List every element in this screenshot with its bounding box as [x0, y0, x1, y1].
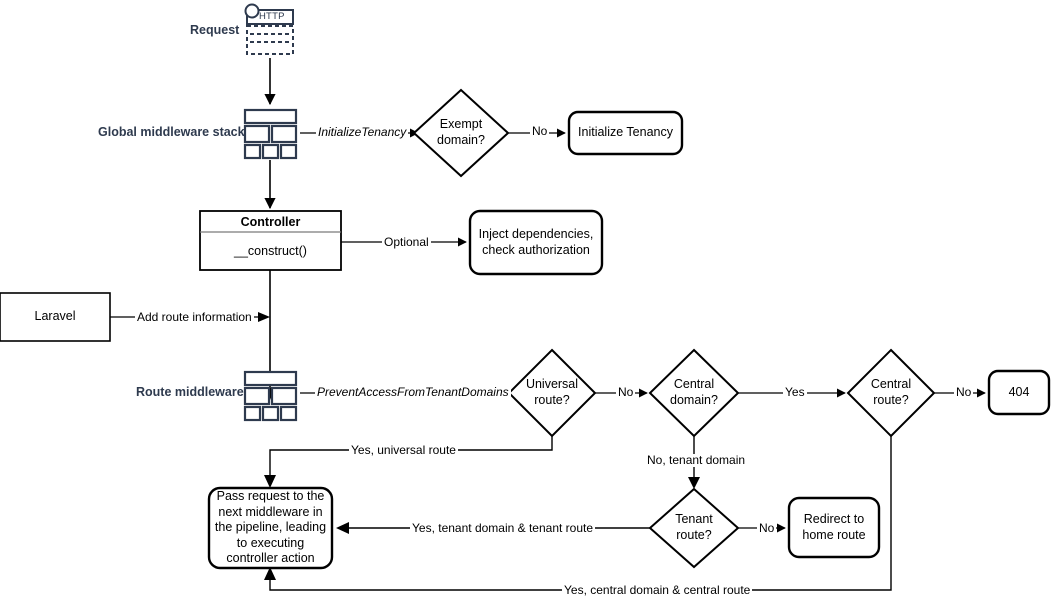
central-domain-line2: domain? [670, 393, 718, 407]
pass-request-line5: controller action [226, 551, 315, 566]
node-tenant-route [648, 487, 740, 569]
edge-central-yes-arrowhead [264, 567, 276, 580]
edge-label-no-tenant-domain: No, tenant domain [645, 453, 748, 468]
node-controller [199, 210, 342, 271]
node-redirect-home [787, 496, 881, 559]
edge-label-prevent-access: PreventAccessFromTenantDomains [315, 385, 511, 400]
node-inject-dependencies-label: Inject dependencies, check authorization [470, 211, 602, 274]
central-route-line1: Central [870, 377, 912, 392]
node-exempt-domain [412, 88, 510, 178]
route-middleware-label: Route middleware [136, 385, 244, 399]
middleware-stack-icon-global [243, 108, 298, 160]
pass-request-line4: to executing [237, 536, 304, 552]
exempt-domain-line2: domain? [437, 133, 485, 147]
http-icon-caption: HTTP [259, 11, 285, 22]
node-central-route-label: Central route? [848, 372, 934, 414]
node-redirect-home-label: Redirect to home route [789, 498, 879, 557]
node-exempt-domain-label: Exempt domain? [414, 112, 508, 154]
central-domain-line1: Central [673, 377, 715, 392]
pass-request-line4-plain: to [236, 535, 251, 550]
edge-laravel-join-arrowhead [258, 312, 270, 322]
pass-request-line1: Pass request to the [216, 488, 325, 503]
edge-label-add-route-information: Add route information [135, 310, 254, 325]
node-laravel-label: Laravel [34, 309, 76, 324]
pass-request-line2: next middleware in [218, 504, 323, 519]
edge-label-central-route-no: No [954, 385, 974, 400]
node-pass-request-label: Pass request to the next middleware in t… [209, 488, 332, 568]
edge-label-central-domain-yes: Yes [783, 385, 807, 400]
global-middleware-label: Global middleware stack [98, 125, 245, 139]
request-label: Request [190, 23, 240, 37]
edge-label-universal-yes: Yes, universal route [349, 443, 458, 458]
middleware-stack-icon-route [243, 370, 298, 422]
universal-route-line1: Universal [525, 377, 579, 392]
http-request-icon [244, 3, 294, 55]
edge-tenant-yes-arrowhead [336, 522, 349, 534]
pass-request-line4-bold: executing [250, 535, 305, 550]
inject-line2: check authorization [482, 242, 590, 257]
edge-label-universal-no: No [616, 385, 636, 400]
exempt-domain-line1: Exempt [439, 117, 483, 132]
node-universal-route-label: Universal route? [509, 372, 595, 414]
node-404 [987, 369, 1051, 416]
edge-label-initialize-tenancy: InitializeTenancy [316, 125, 409, 140]
node-initialize-tenancy-label: Initialize Tenancy [578, 125, 673, 140]
node-inject-dependencies [468, 209, 604, 276]
edge-label-central-yes: Yes, central domain & central route [562, 583, 753, 598]
tenant-route-line2: route? [676, 528, 712, 542]
node-laravel [0, 292, 111, 342]
edge-label-tenant-route-no: No [757, 521, 777, 536]
node-central-domain-label: Central domain? [650, 372, 738, 414]
edge-universal-yes-arrowhead [264, 475, 276, 488]
redirect-home-line1: Redirect to [803, 511, 865, 526]
redirect-home-line2: home route [802, 527, 866, 542]
node-pass-request [207, 486, 334, 570]
node-404-label: 404 [1008, 384, 1030, 399]
controller-method: __construct() [234, 244, 307, 258]
edge-label-exempt-no: No [530, 124, 550, 139]
edge-label-tenant-yes: Yes, tenant domain & tenant route [410, 521, 596, 536]
tenant-route-line1: Tenant [675, 512, 713, 527]
node-initialize-tenancy [567, 110, 684, 156]
central-route-line2: route? [873, 393, 909, 407]
edge-label-optional: Optional [382, 235, 431, 250]
inject-line1: Inject dependencies, [478, 226, 594, 241]
edge-central-domain-no-arrowhead [688, 477, 700, 489]
controller-title: Controller [240, 215, 301, 229]
universal-route-line2: route? [534, 393, 570, 407]
pass-request-line3: the pipeline, leading [214, 520, 327, 535]
node-tenant-route-label: Tenant route? [650, 507, 738, 549]
